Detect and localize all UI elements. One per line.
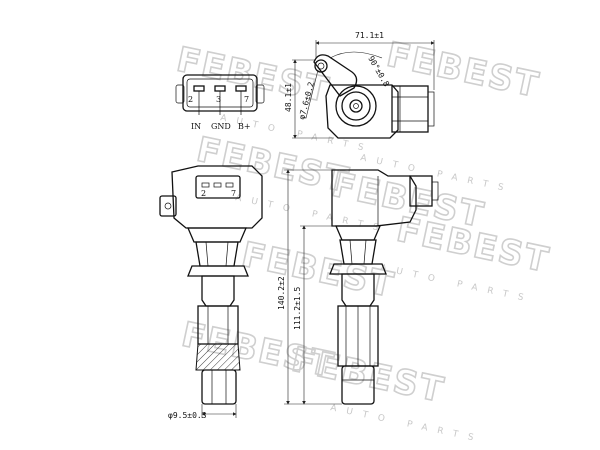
pin-label-gnd: GND	[211, 122, 231, 131]
watermark-2: FEBEST	[383, 35, 543, 106]
dim-lower-length: 111.2±1.5	[293, 286, 302, 330]
dim-total-length: 140.2±2	[277, 276, 286, 310]
front-view: 2 7 φ9.5±0.3	[159, 165, 263, 420]
watermark-sub-5: AUTO PARTS	[329, 403, 484, 445]
pin-number-7: 7	[244, 95, 249, 104]
dim-tip-dia: φ9.5±0.3	[168, 411, 207, 420]
dim-width-top: 71.1±1	[355, 31, 384, 40]
pin-label-in: IN	[191, 122, 201, 131]
front-pin-7: 7	[231, 189, 236, 198]
pin-number-2: 2	[188, 95, 193, 104]
connector-face-view: 2 3 7 IN GND B+	[175, 74, 265, 131]
pin-label-bplus: B+	[238, 122, 251, 131]
front-pin-2: 2	[201, 189, 206, 198]
pin-number-3: 3	[216, 95, 221, 104]
side-view: 140.2±2 111.2±1.5	[277, 169, 439, 405]
dim-height-top: 48.1±1	[284, 83, 293, 112]
watermark-8: FEBEST	[288, 340, 448, 411]
